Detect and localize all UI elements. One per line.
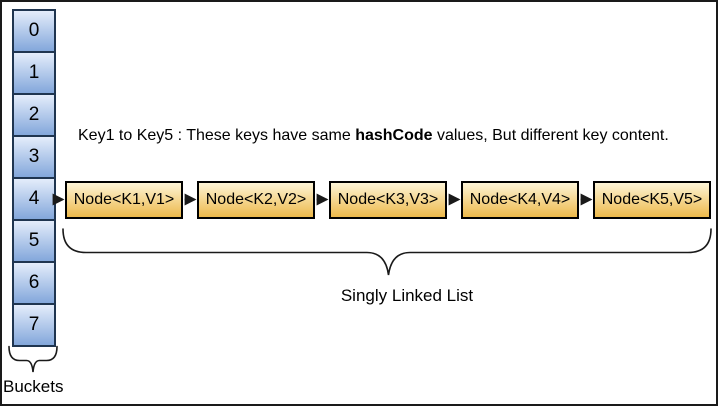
singly-linked-list-label: Singly Linked List [340, 286, 474, 305]
linked-list-node-1: Node<K1,V1> [65, 181, 183, 219]
bucket-label-7: 7 [28, 314, 40, 335]
bucket-cell-4: 4 [12, 177, 56, 221]
caption-text: Key1 to Key5 : These keys have same hash… [78, 126, 669, 146]
caption-before: Key1 to Key5 : These keys have same [78, 127, 356, 144]
bucket-label-4: 4 [28, 188, 40, 209]
linked-list-node-5: Node<K5,V5> [593, 181, 711, 219]
linked-list-node-2: Node<K2,V2> [197, 181, 315, 219]
bucket-label-1: 1 [28, 62, 40, 83]
bucket-cell-7: 7 [12, 303, 56, 347]
bucket-label-6: 6 [28, 272, 40, 293]
caption-hashcode-bold: hashCode [355, 127, 433, 144]
bucket-cell-5: 5 [12, 219, 56, 263]
linked-list-node-4: Node<K4,V4> [461, 181, 579, 219]
linked-list-node-3: Node<K3,V3> [329, 181, 447, 219]
bucket-label-2: 2 [28, 104, 40, 125]
bucket-label-3: 3 [28, 146, 40, 167]
caption-after: values, But different key content. [432, 127, 669, 144]
bucket-label-5: 5 [28, 230, 40, 251]
bucket-label-0: 0 [28, 20, 40, 41]
bucket-cell-2: 2 [12, 93, 56, 137]
bucket-cell-6: 6 [12, 261, 56, 305]
bucket-cell-0: 0 [12, 9, 56, 53]
bucket-cell-1: 1 [12, 51, 56, 95]
buckets-label: Buckets [3, 377, 64, 396]
bucket-cell-3: 3 [12, 135, 56, 179]
